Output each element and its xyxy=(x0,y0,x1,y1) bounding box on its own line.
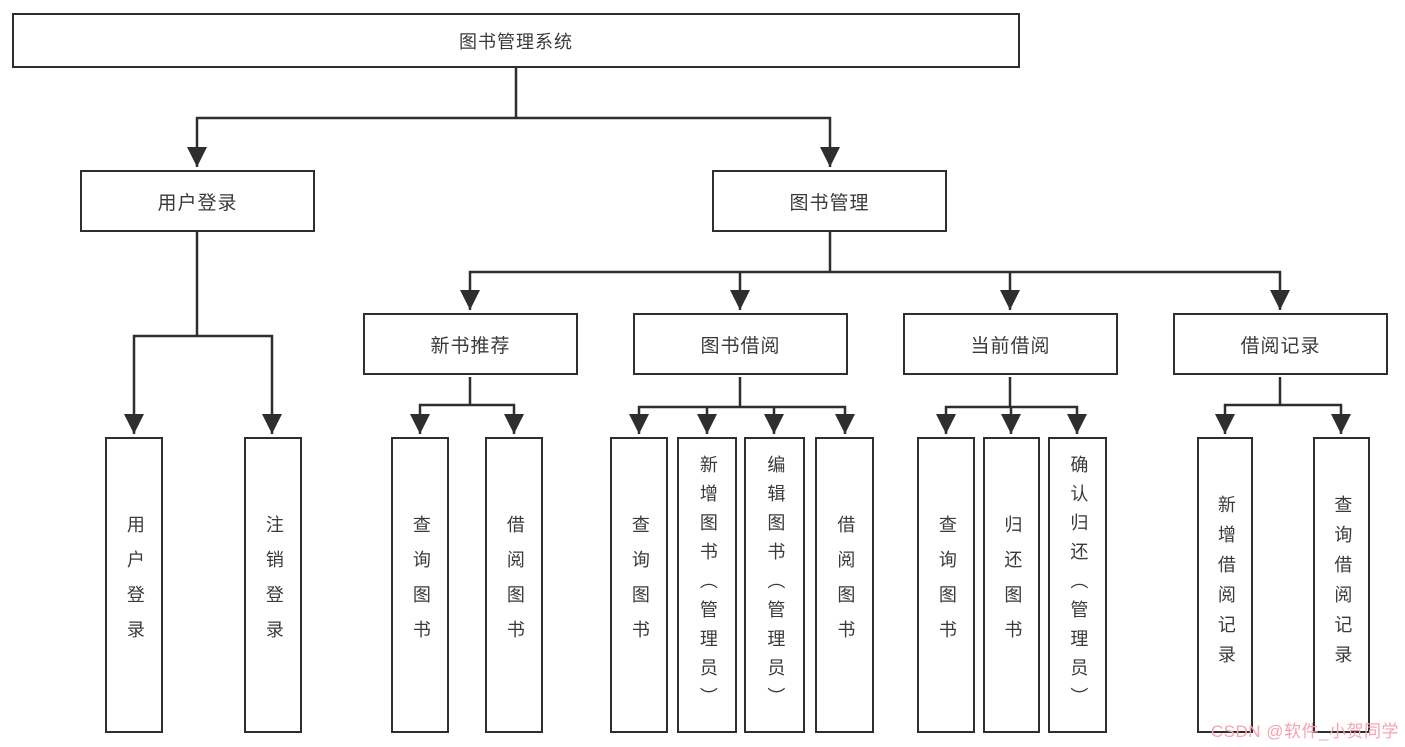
tree-connectors xyxy=(124,68,1351,434)
node-book-borrowing: 图书借阅 xyxy=(633,313,848,375)
node-current-borrowing: 当前借阅 xyxy=(903,313,1118,375)
leaf-borrow-books: 借阅图书 xyxy=(815,437,874,733)
leaf-user-login: 用户登录 xyxy=(105,437,163,733)
node-new-book-recommend: 新书推荐 xyxy=(363,313,578,375)
node-label: 当前借阅 xyxy=(970,335,1051,357)
node-label: 查询图书 xyxy=(410,515,431,655)
leaf-add-borrow-record: 新增借阅记录 xyxy=(1197,437,1253,733)
node-label: 借阅记录 xyxy=(1240,335,1321,357)
leaf-edit-books-admin: 编辑图书（管理员） xyxy=(744,437,805,733)
node-book-management: 图书管理 xyxy=(712,170,947,232)
leaf-query-borrow-record: 查询借阅记录 xyxy=(1313,437,1370,733)
node-label: 新增借阅记录 xyxy=(1215,495,1236,675)
node-borrowing-records: 借阅记录 xyxy=(1173,313,1388,375)
node-label: 确认归还（管理员） xyxy=(1068,454,1089,716)
node-label: 图书借阅 xyxy=(700,335,781,357)
csdn-watermark: CSDN @软件_小贺同学 xyxy=(1210,722,1399,741)
node-label: 借阅图书 xyxy=(835,515,856,655)
node-label: 注销登录 xyxy=(263,515,284,655)
node-label: 图书管理系统 xyxy=(459,31,573,52)
node-label: 用户登录 xyxy=(124,515,145,655)
node-label: 查询图书 xyxy=(936,515,957,655)
leaf-logout: 注销登录 xyxy=(244,437,302,733)
leaf-query-books: 查询图书 xyxy=(917,437,975,733)
node-library-management-system: 图书管理系统 xyxy=(12,13,1020,68)
node-label: 图书管理 xyxy=(789,192,870,214)
node-user-login: 用户登录 xyxy=(80,170,315,232)
leaf-add-books-admin: 新增图书（管理员） xyxy=(677,437,737,733)
node-label: 新增图书（管理员） xyxy=(697,454,718,716)
node-label: 查询借阅记录 xyxy=(1332,495,1353,675)
node-label: 新书推荐 xyxy=(430,335,511,357)
node-label: 归还图书 xyxy=(1002,515,1023,655)
leaf-query-books: 查询图书 xyxy=(391,437,449,733)
leaf-return-books: 归还图书 xyxy=(983,437,1040,733)
node-label: 编辑图书（管理员） xyxy=(765,454,786,716)
node-label: 借阅图书 xyxy=(504,515,525,655)
node-label: 查询图书 xyxy=(629,515,650,655)
leaf-query-books: 查询图书 xyxy=(610,437,668,733)
node-label: 用户登录 xyxy=(157,192,238,214)
leaf-borrow-books: 借阅图书 xyxy=(485,437,543,733)
leaf-confirm-return-admin: 确认归还（管理员） xyxy=(1048,437,1107,733)
